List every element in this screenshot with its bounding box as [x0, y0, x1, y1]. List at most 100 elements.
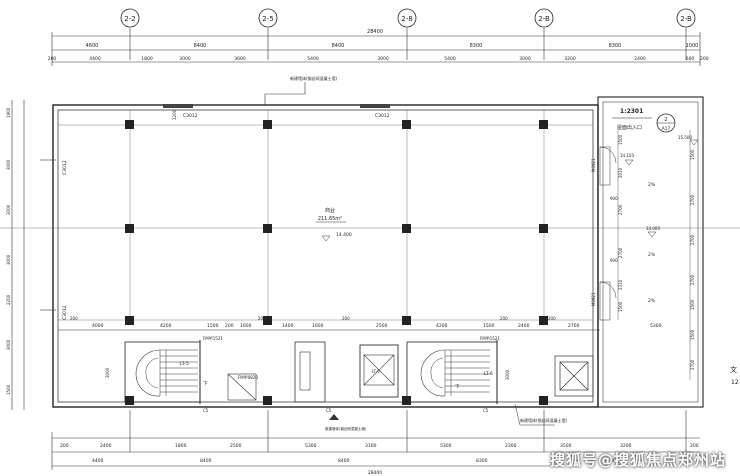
- svg-text:3000: 3000: [6, 254, 11, 265]
- dim-text: 3600: [234, 56, 246, 62]
- svg-text:新建墙体(钢丝网混凝土墙): 新建墙体(钢丝网混凝土墙): [290, 75, 338, 81]
- svg-text:2400: 2400: [518, 323, 530, 329]
- dim-text: 3200: [564, 56, 576, 62]
- svg-text:2200: 2200: [6, 294, 11, 305]
- lift-label: LT-5: [372, 369, 380, 374]
- svg-text:2300: 2300: [505, 443, 517, 449]
- right-panel: 1:2301 屋面出入口 2 A17 15.500 M0921 M0921 14…: [591, 108, 739, 386]
- axis-bubble: 2-B: [534, 8, 554, 28]
- dim-text: 8400: [194, 43, 207, 49]
- svg-text:200: 200: [342, 316, 350, 321]
- svg-text:2700: 2700: [568, 323, 580, 329]
- bottom-dimension-lines: [51, 432, 700, 470]
- elevator-right: [554, 355, 594, 397]
- dim-text: 2700: [618, 204, 623, 215]
- window-code: C3012: [62, 305, 68, 320]
- svg-text:200: 200: [225, 323, 234, 329]
- dim-text: 5300: [650, 323, 662, 329]
- dim-text: 2700: [690, 274, 695, 285]
- svg-text:3200: 3200: [620, 443, 632, 449]
- svg-text:3000: 3000: [6, 159, 11, 170]
- svg-text:2400: 2400: [100, 443, 112, 449]
- window-code: C5: [326, 408, 332, 413]
- dim-text: 1500: [690, 299, 695, 310]
- dim-text: 2700: [690, 359, 695, 370]
- detail-mark-bottom: A17: [662, 126, 671, 132]
- svg-text:3000: 3000: [6, 339, 11, 350]
- door-code: M0921: [591, 158, 596, 172]
- top-total-dim: 28400: [367, 29, 383, 35]
- svg-text:1800: 1800: [175, 443, 187, 449]
- dim-text: 5400: [444, 56, 456, 62]
- edge-label: 文: [730, 365, 737, 374]
- dim-text: 900: [610, 196, 618, 201]
- svg-text:4000: 4000: [92, 323, 104, 329]
- axis-label: 2-B: [680, 15, 692, 23]
- svg-text:3500: 3500: [560, 443, 572, 449]
- stair-direction: 下: [455, 384, 460, 390]
- axis-bubble: 2-8: [397, 8, 417, 28]
- svg-text:5300: 5300: [440, 443, 452, 449]
- svg-text:1500: 1500: [483, 323, 495, 329]
- room-label: 商业 211.65m² 14.400: [316, 207, 352, 242]
- svg-text:4200: 4200: [436, 323, 448, 329]
- axis-label: 2-8: [401, 15, 412, 23]
- axis-label: 2-2: [124, 15, 135, 23]
- slope-text: 2%: [648, 252, 656, 258]
- svg-text:新建墙体(钢丝网混凝土墙): 新建墙体(钢丝网混凝土墙): [325, 426, 367, 431]
- axis-bubble: 2-2: [120, 8, 140, 28]
- axis-grid: [129, 28, 687, 452]
- top-dimension-lines: [51, 32, 701, 66]
- svg-text:2500: 2500: [230, 443, 242, 449]
- svg-text:4200: 4200: [160, 323, 172, 329]
- svg-text:200: 200: [70, 316, 78, 321]
- axis-bubble: 2-5: [258, 8, 278, 28]
- svg-text:3000: 3000: [6, 204, 11, 215]
- room-name: 商业: [325, 207, 335, 214]
- dim-text: 200: [700, 56, 709, 62]
- top-openings: [163, 104, 390, 108]
- slope-text: 2%: [648, 298, 656, 304]
- dim-text: 2700: [690, 234, 695, 245]
- svg-text:1400: 1400: [282, 323, 294, 329]
- slope-text: 2%: [648, 182, 656, 188]
- edge-label: 12: [731, 379, 739, 386]
- svg-text:5300: 5300: [305, 443, 317, 449]
- dim-text: 3000: [179, 56, 191, 62]
- wall-note-top: 新建墙体(钢丝网混凝土墙): [264, 75, 338, 105]
- svg-text:200: 200: [500, 316, 508, 321]
- svg-text:3100: 3100: [365, 443, 377, 449]
- room-level: 14.400: [336, 232, 352, 238]
- door-code: FM甲1521: [203, 336, 223, 341]
- door-code: FM甲0820: [238, 375, 258, 380]
- detail-mark-top: 2: [664, 117, 667, 123]
- dim-text: 1200: [172, 109, 177, 120]
- stair-label: LT-6: [484, 371, 493, 377]
- door-code: FM甲1521: [480, 336, 500, 341]
- dim-text: 3000: [377, 56, 389, 62]
- watermark: 搜狐号@搜狐焦点郑州站: [549, 451, 726, 469]
- svg-text:新建墙体(钢丝网混凝土墙): 新建墙体(钢丝网混凝土墙): [520, 417, 568, 423]
- svg-text:8400: 8400: [200, 458, 212, 464]
- window-code: C5: [483, 408, 489, 413]
- dim-text: 5400: [307, 56, 319, 62]
- dim-text: 1500: [618, 301, 623, 312]
- dim-text: 1000: [686, 43, 699, 49]
- bottom-total-dim: 28400: [368, 470, 382, 476]
- elevator-lobby: [227, 341, 399, 403]
- svg-text:200: 200: [548, 316, 556, 321]
- svg-text:200: 200: [60, 443, 69, 449]
- dim-text: 8300: [470, 43, 483, 49]
- dim-text: 8300: [609, 43, 622, 49]
- left-dimension-lines: [11, 100, 25, 410]
- panel-title: 屋面出入口: [617, 124, 642, 131]
- dim-text: 4400: [89, 56, 101, 62]
- panel-code: 1:2301: [620, 108, 643, 115]
- svg-text:1500: 1500: [207, 323, 219, 329]
- svg-text:200: 200: [258, 316, 266, 321]
- svg-text:8300: 8300: [476, 458, 488, 464]
- door-code: M0921: [591, 292, 596, 306]
- dim-text: 4600: [86, 43, 99, 49]
- dim-text: 3000: [519, 56, 531, 62]
